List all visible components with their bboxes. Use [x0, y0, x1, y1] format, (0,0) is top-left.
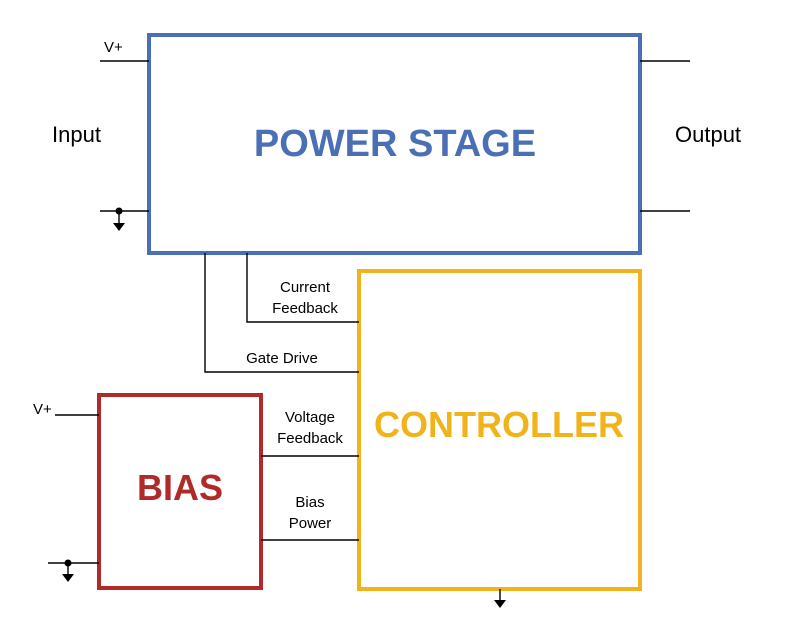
current-feedback-label-line1: Current: [280, 279, 331, 296]
ground-icon: [62, 559, 74, 582]
current-feedback-wire: [246, 253, 359, 323]
current-feedback-label-line2: Feedback: [272, 300, 338, 317]
input-label: Input: [52, 122, 101, 147]
input-vplus-label: V+: [104, 39, 123, 56]
power-stage-title: POWER STAGE: [254, 123, 536, 165]
gate-drive-wire: [204, 253, 359, 373]
gate-drive-label: Gate Drive: [246, 350, 318, 367]
bias-vplus-label: V+: [33, 401, 52, 418]
ground-icon: [494, 589, 506, 608]
bias-block: [97, 393, 263, 590]
ground-icon: [113, 207, 125, 231]
bias-power-label-line1: Bias: [295, 494, 324, 511]
bias-power-label-line2: Power: [289, 515, 332, 532]
voltage-feedback-label-line1: Voltage: [285, 409, 335, 426]
voltage-feedback-label-line2: Feedback: [277, 430, 343, 447]
bias-title: BIAS: [137, 467, 223, 508]
power-stage-block: [147, 33, 642, 255]
controller-title: CONTROLLER: [374, 404, 624, 445]
output-label: Output: [675, 122, 741, 147]
